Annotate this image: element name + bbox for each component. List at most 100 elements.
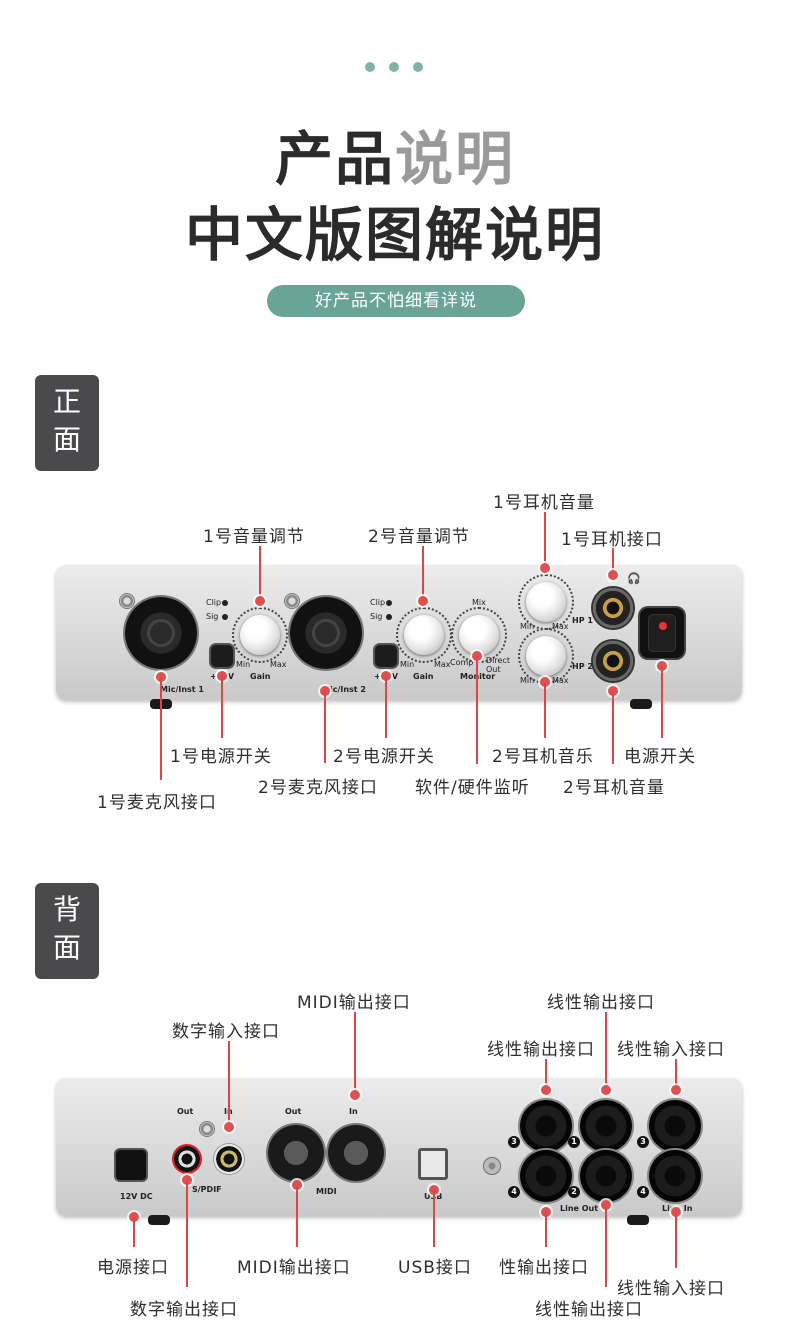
- dc-power-jack[interactable]: [116, 1150, 146, 1180]
- callout-line: [544, 682, 546, 738]
- callout-line: [544, 512, 546, 567]
- min-label: Min: [520, 676, 535, 685]
- callout-point: [350, 1090, 360, 1100]
- usb-b-port[interactable]: [418, 1148, 448, 1180]
- callout-line-in-top: 线性输入接口: [617, 1040, 725, 1060]
- clip-label: Clip: [370, 598, 386, 607]
- monitor-knob[interactable]: [459, 615, 499, 655]
- callout-power-in: 电源接口: [97, 1258, 169, 1278]
- min-label: Min: [236, 660, 251, 669]
- spdif-in-rca[interactable]: [214, 1144, 244, 1174]
- mix-label: Mix: [472, 598, 486, 607]
- power-rocker-switch[interactable]: [640, 608, 684, 658]
- device-foot: [630, 699, 652, 709]
- section-tag-front: 正 面: [35, 375, 99, 471]
- page-title: 产品说明: [0, 112, 790, 196]
- line-out-label: Line Out: [560, 1204, 599, 1213]
- clip-led: [222, 600, 228, 606]
- tag-char: 正: [52, 385, 81, 418]
- callout-line: [354, 1012, 356, 1094]
- callout-line: [661, 666, 663, 738]
- callout-line: [476, 656, 478, 764]
- max-label: Max: [552, 676, 569, 685]
- midi-out-din[interactable]: [268, 1125, 324, 1181]
- callout-hp1-volume: 1号耳机音量: [493, 493, 595, 513]
- hp2-jack[interactable]: [593, 641, 633, 681]
- hp2-volume-knob[interactable]: [526, 636, 566, 676]
- callout-line: [296, 1185, 298, 1247]
- callout-midi-out: MIDI输出接口: [297, 993, 411, 1013]
- callout-line-out-bottom: 线性输出接口: [535, 1300, 643, 1320]
- section-tag-back: 背 面: [35, 883, 99, 979]
- callout-line: [545, 1059, 547, 1088]
- midi-in-din[interactable]: [328, 1125, 384, 1181]
- line-out-3-jack[interactable]: [520, 1100, 572, 1152]
- callout-gain1: 1号音量调节: [203, 527, 305, 547]
- back-panel: [56, 1078, 742, 1216]
- line-out-4-jack[interactable]: [520, 1150, 572, 1202]
- callout-power-switch: 电源开关: [624, 747, 696, 767]
- dot: [389, 62, 399, 72]
- dc-label: 12V DC: [120, 1192, 153, 1201]
- callout-point: [671, 1085, 681, 1095]
- screw: [120, 594, 134, 608]
- gain2-knob[interactable]: [404, 615, 444, 655]
- callout-monitor: 软件/硬件监听: [415, 778, 530, 798]
- badge-4: 4: [508, 1186, 520, 1198]
- callout-line: [605, 1205, 607, 1287]
- callout-line-out-left: 线性输出接口: [487, 1040, 595, 1060]
- headphones-icon: 🎧: [627, 572, 641, 585]
- device-foot: [627, 1215, 649, 1225]
- callout-line: [605, 1012, 607, 1088]
- direct-out-label: Direct Out: [486, 656, 510, 674]
- badge-4: 4: [637, 1186, 649, 1198]
- decorative-dots: [365, 62, 423, 72]
- gain-label: Gain: [250, 672, 271, 681]
- line-out-1-jack[interactable]: [580, 1100, 632, 1152]
- callout-line: [133, 1217, 135, 1247]
- callout-line: [545, 1212, 547, 1247]
- sig-led: [222, 614, 228, 620]
- min-label: Min: [520, 622, 535, 631]
- hp1-volume-knob[interactable]: [526, 582, 566, 622]
- sig-led: [386, 614, 392, 620]
- hp2-label: HP 2: [572, 662, 593, 671]
- spdif-label: S/PDIF: [192, 1185, 222, 1194]
- callout-point: [255, 596, 265, 606]
- hp1-jack[interactable]: [593, 588, 633, 628]
- midi-out-label: Out: [285, 1107, 302, 1116]
- badge-3: 3: [508, 1136, 520, 1148]
- badge-2: 2: [568, 1186, 580, 1198]
- gain1-knob[interactable]: [240, 615, 280, 655]
- callout-line: [675, 1212, 677, 1268]
- callout-phantom1: 1号电源开关: [170, 747, 272, 767]
- phantom2-button[interactable]: [375, 645, 397, 667]
- tag-char: 背: [52, 893, 81, 926]
- callout-point: [608, 570, 618, 580]
- callout-line: [186, 1180, 188, 1287]
- callout-point: [224, 1122, 234, 1132]
- callout-point: [541, 1085, 551, 1095]
- callout-line: [259, 546, 261, 601]
- callout-mic1: 1号麦克风接口: [97, 793, 217, 813]
- sig-label: Sig: [370, 612, 383, 621]
- mic2-label: Mic/Inst 2: [322, 685, 366, 694]
- callout-line: [324, 691, 326, 763]
- callout-hp1-jack: 1号耳机接口: [561, 530, 663, 550]
- callout-line: [612, 691, 614, 764]
- mic1-label: Mic/Inst 1: [160, 685, 204, 694]
- dot: [413, 62, 423, 72]
- phantom1-button[interactable]: [211, 645, 233, 667]
- ground-nut: [484, 1158, 500, 1174]
- line-out-2-jack[interactable]: [580, 1150, 632, 1202]
- midi-label: MIDI: [316, 1187, 337, 1196]
- line-in-3-jack[interactable]: [649, 1100, 701, 1152]
- line-in-4-jack[interactable]: [649, 1150, 701, 1202]
- knob-scale: [232, 607, 288, 663]
- max-label: Max: [552, 622, 569, 631]
- mic1-xlr-combo-jack[interactable]: [125, 597, 197, 669]
- spdif-out-rca[interactable]: [172, 1144, 202, 1174]
- mic2-xlr-combo-jack[interactable]: [290, 597, 362, 669]
- callout-point: [601, 1085, 611, 1095]
- callout-line: [385, 676, 387, 738]
